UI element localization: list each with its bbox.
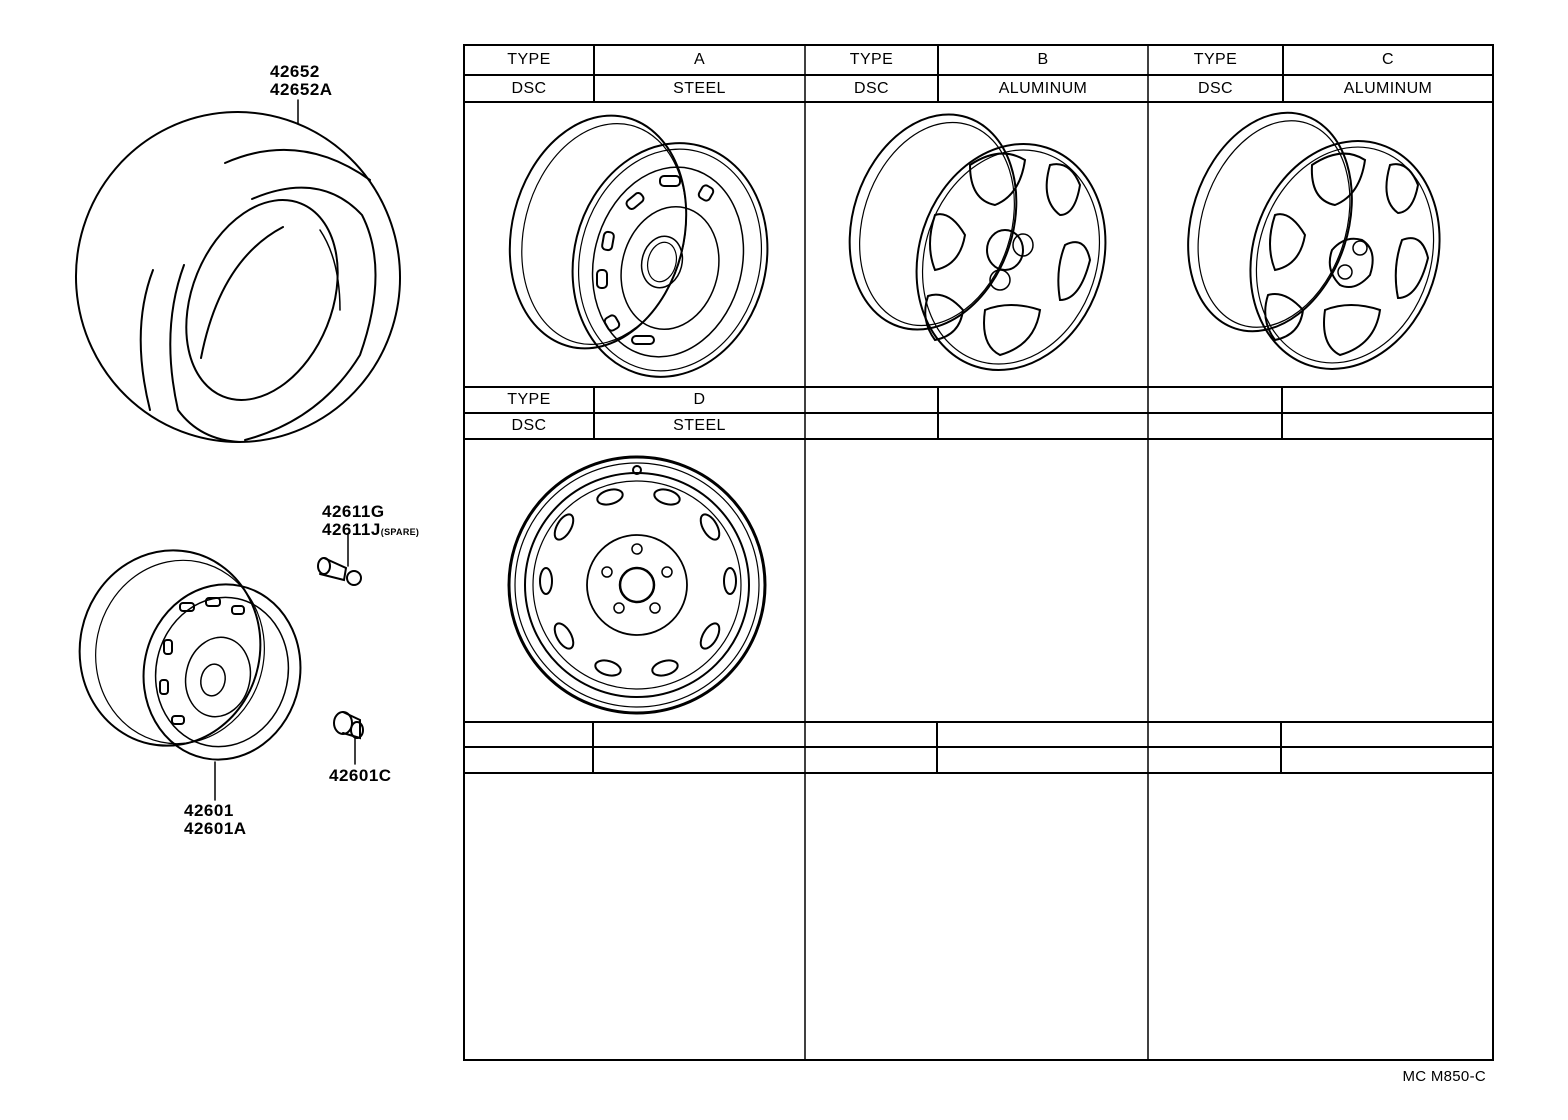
dsc-d-key: DSC xyxy=(511,417,547,434)
valve-part-number: 42611G 42611J(SPARE) xyxy=(322,503,419,541)
part-number-42611G: 42611G xyxy=(322,502,385,521)
hub-nut-part-number: 42601C xyxy=(329,767,392,785)
wheel-type-a-illustration xyxy=(508,114,769,378)
part-number-42652A: 42652A xyxy=(270,80,333,99)
part-number-42601A: 42601A xyxy=(184,819,247,838)
hub-nut-illustration xyxy=(333,711,364,765)
valve-illustration xyxy=(317,534,362,586)
type-b-value: B xyxy=(1037,51,1049,68)
type-a-value: A xyxy=(693,51,706,68)
wheel-type-d-illustration xyxy=(507,455,767,715)
dsc-d-value: STEEL xyxy=(673,417,726,434)
wheel-type-b-illustration xyxy=(848,113,1107,372)
type-table-grid xyxy=(463,44,1494,1061)
part-number-42601C: 42601C xyxy=(329,766,392,785)
part-number-42601: 42601 xyxy=(184,801,234,820)
dsc-b-key: DSC xyxy=(854,79,889,97)
type-d-key: TYPE xyxy=(507,391,551,408)
dsc-a-value: STEEL xyxy=(673,79,726,97)
dsc-a-key: DSC xyxy=(511,79,547,97)
type-a-key: TYPE xyxy=(507,51,551,68)
type-c-value: C xyxy=(1382,51,1394,68)
dsc-c-key: DSC xyxy=(1198,79,1233,97)
diagram-code: MC M850-C xyxy=(1402,1068,1486,1085)
dsc-b-value: ALUMINUM xyxy=(998,79,1088,97)
type-c-key: TYPE xyxy=(1193,51,1238,68)
tire-part-number: 42652 42652A xyxy=(270,63,333,99)
part-number-42611J: 42611J xyxy=(322,520,381,539)
tire-illustration xyxy=(74,99,402,443)
type-d-value: D xyxy=(693,391,706,408)
wheel-illustration xyxy=(78,549,302,801)
type-b-key: TYPE xyxy=(849,51,894,68)
part-number-42652: 42652 xyxy=(270,62,320,81)
wheel-type-c-illustration xyxy=(1187,111,1441,370)
wheel-part-number: 42601 42601A xyxy=(184,802,247,838)
spare-note: (SPARE) xyxy=(380,527,420,537)
dsc-c-value: ALUMINUM xyxy=(1343,79,1433,97)
